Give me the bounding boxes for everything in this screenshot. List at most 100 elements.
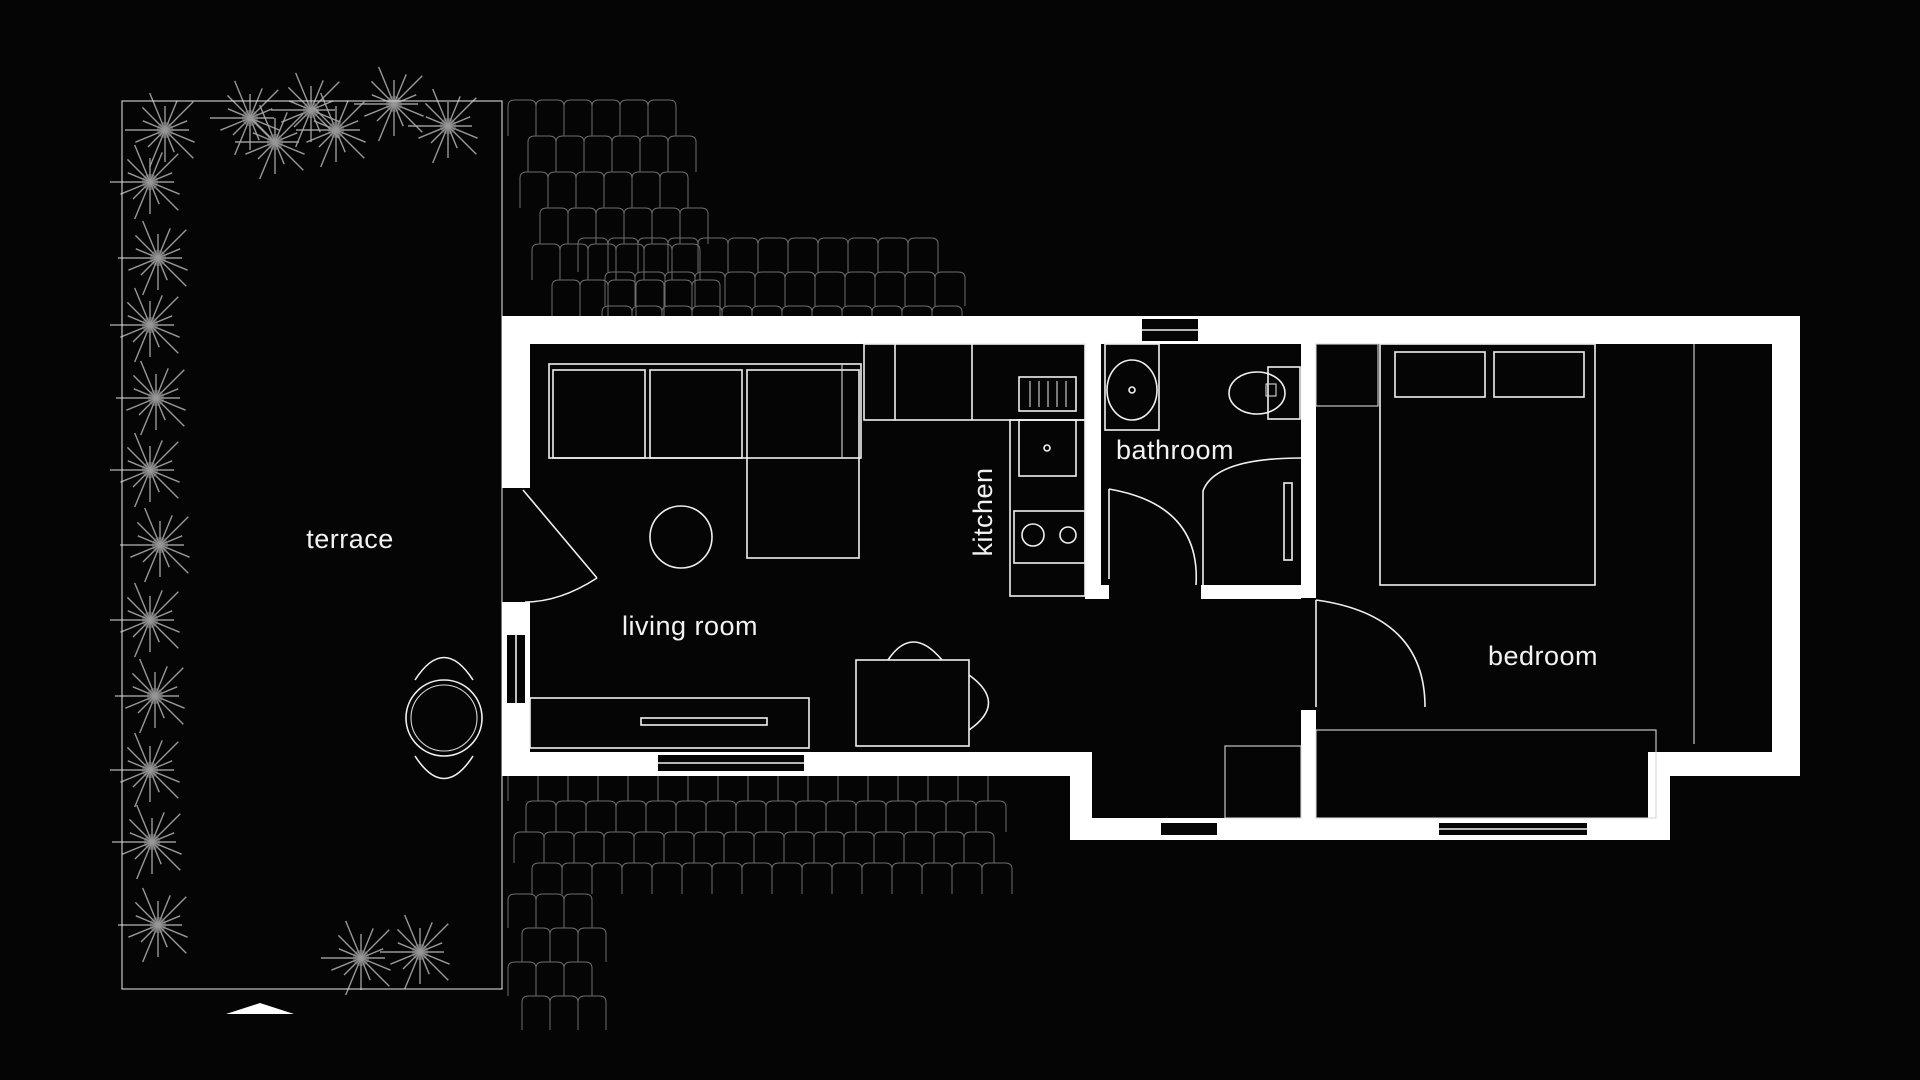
towel-rail xyxy=(1283,482,1293,561)
roof-tile xyxy=(549,927,579,962)
tv-console xyxy=(529,697,810,749)
roof-tile xyxy=(663,279,693,316)
terrace-table xyxy=(405,679,483,757)
roof-tile xyxy=(587,243,617,280)
label-bedroom: bedroom xyxy=(1488,641,1598,671)
dining-chair-right xyxy=(968,674,990,731)
plant-icon xyxy=(110,732,180,808)
sofa-seat-2 xyxy=(649,369,743,459)
roof-tile xyxy=(691,279,721,316)
roof-tile xyxy=(577,995,607,1030)
plant-core xyxy=(144,834,160,850)
roof-tile xyxy=(724,271,756,306)
dining-table xyxy=(855,659,970,747)
roof-tile xyxy=(934,271,966,306)
roof-tile xyxy=(735,800,767,832)
roof-tile xyxy=(787,237,819,272)
roof-tile xyxy=(691,305,723,340)
sink-drain xyxy=(1043,444,1051,452)
roof-tile xyxy=(595,207,625,244)
plant-icon xyxy=(118,220,188,296)
roof-tile xyxy=(945,800,977,832)
bedroom-furniture xyxy=(1224,343,1695,819)
dish-rack-lines xyxy=(1029,381,1067,407)
toilet-seat-mark xyxy=(1265,383,1277,397)
bathroom-fixtures xyxy=(1104,343,1301,561)
plant-core xyxy=(157,122,173,138)
roof-tile xyxy=(585,800,617,832)
hall-closet xyxy=(1224,745,1302,819)
plant-core xyxy=(440,118,456,134)
roof-tile xyxy=(543,831,575,863)
plant-core xyxy=(142,762,158,778)
roof-tile xyxy=(621,862,653,894)
plant-icon xyxy=(271,72,341,148)
plant-icon xyxy=(120,507,190,583)
roof-tile xyxy=(619,99,649,136)
roof-tile xyxy=(783,831,815,863)
roof-tile xyxy=(611,135,641,172)
roof-tile xyxy=(825,800,857,832)
plant-core xyxy=(148,390,164,406)
living-room-furniture xyxy=(405,363,990,780)
roof-tile xyxy=(635,279,665,316)
roof-tile xyxy=(603,171,633,208)
plant-icon xyxy=(112,804,182,880)
roof-tile xyxy=(607,237,639,272)
roof-tile xyxy=(861,862,893,894)
roof-tile xyxy=(577,237,609,272)
roof-tile xyxy=(891,862,923,894)
roof-tile xyxy=(855,800,887,832)
roof-tile xyxy=(873,831,905,863)
plant-icon xyxy=(110,582,180,658)
roof-tile xyxy=(645,800,677,832)
washbasin-drain xyxy=(1128,386,1136,394)
toilet-bowl xyxy=(1228,371,1286,415)
roof-tile xyxy=(591,99,621,136)
plant-icon xyxy=(408,88,478,164)
sofa-seat-1 xyxy=(552,369,646,459)
roof-tile xyxy=(615,243,645,280)
roof-tile xyxy=(535,99,565,136)
bathroom-door-swing xyxy=(1108,488,1197,586)
wall-left-upper xyxy=(502,316,530,488)
roof-tile xyxy=(661,305,693,340)
plant-core xyxy=(328,122,344,138)
roof-tile xyxy=(623,207,653,244)
plant-icon xyxy=(116,360,186,436)
roof-tile xyxy=(671,243,701,280)
vanity xyxy=(1104,343,1160,431)
roof-tile xyxy=(563,99,593,136)
roof-tile xyxy=(871,305,903,340)
roof-tile xyxy=(573,831,605,863)
roof-tile xyxy=(549,995,579,1030)
bedroom-bottom-cabinet xyxy=(1315,729,1657,819)
roof-tile xyxy=(933,831,965,863)
roof-tile xyxy=(507,893,537,928)
terrace-chair-top xyxy=(414,656,474,681)
label-living-room: living room xyxy=(622,611,758,641)
plant-icon xyxy=(110,287,180,363)
roof-tile xyxy=(539,207,569,244)
plant-core xyxy=(142,174,158,190)
roof-tile xyxy=(921,862,953,894)
roof-tile xyxy=(874,271,906,306)
wall-bath-bottom xyxy=(1201,585,1301,599)
roof-tile xyxy=(563,893,593,928)
roof-tile xyxy=(601,305,633,340)
roof-tile xyxy=(507,99,537,136)
plant-core xyxy=(353,950,369,966)
pillow-right xyxy=(1493,351,1585,398)
plant-icon xyxy=(380,914,450,990)
roof-tile xyxy=(633,831,665,863)
roof-tile xyxy=(551,279,581,316)
nightstand xyxy=(1315,343,1379,407)
plant-core xyxy=(150,917,166,933)
roof-tile xyxy=(811,305,843,340)
roof-tile xyxy=(675,800,707,832)
plant-core xyxy=(267,134,283,150)
plant-core xyxy=(147,688,163,704)
roof-tile xyxy=(555,800,587,832)
terrace-chair-bottom xyxy=(414,755,474,780)
